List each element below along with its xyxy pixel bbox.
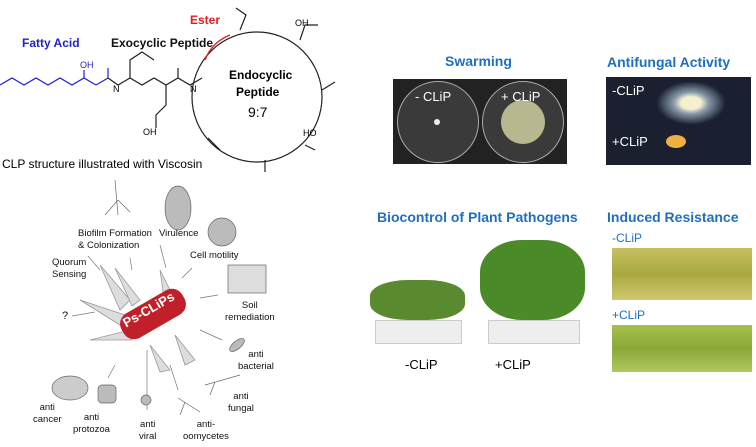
knife-handle bbox=[120, 288, 186, 340]
swarming-minus-label: - CLiP bbox=[415, 89, 452, 104]
swarming-plus-label: + CLiP bbox=[501, 89, 541, 104]
soil-icon bbox=[227, 264, 267, 294]
resistance-plus-label: +CLiP bbox=[612, 308, 646, 322]
peptide-label: Peptide bbox=[236, 85, 280, 99]
carboxyl-label: OH bbox=[143, 127, 157, 137]
protozoa-icon bbox=[97, 384, 117, 404]
label-biofilm: Biofilm Formation& Colonization bbox=[78, 228, 152, 251]
antifungal-minus-label: -CLiP bbox=[612, 83, 645, 98]
antifungal-plus-label: +CLiP bbox=[612, 134, 648, 149]
structure-caption: CLP structure illustrated with Viscosin bbox=[2, 157, 203, 171]
resistance-minus-label: -CLiP bbox=[612, 231, 643, 245]
oomycete-icon bbox=[177, 397, 201, 416]
exocyclic-peptide-label: Exocyclic Peptide bbox=[111, 36, 214, 50]
swiss-knife-drawing bbox=[51, 179, 267, 416]
fungus-icon bbox=[204, 374, 241, 396]
fatty-acid-label: Fatty Acid bbox=[22, 36, 80, 50]
viscosin-structure-drawing bbox=[0, 7, 336, 172]
endocyclic-ring bbox=[191, 31, 323, 163]
ratio-label: 9:7 bbox=[248, 104, 268, 120]
biocontrol-title: Biocontrol of Plant Pathogens bbox=[377, 209, 578, 225]
ester-label: Ester bbox=[190, 13, 221, 27]
hydroxyl-label: OH bbox=[80, 60, 94, 70]
resistance-minus-leaf-photo bbox=[612, 248, 752, 300]
resistance-plus-leaf-photo bbox=[612, 325, 752, 372]
swarming-photo: - CLiP + CLiP bbox=[393, 79, 567, 164]
resistance-title: Induced Resistance bbox=[607, 209, 739, 225]
swarming-title: Swarming bbox=[445, 53, 512, 69]
label-antioomycetes: anti-oomycetes bbox=[183, 419, 229, 442]
label-virulence: Virulence bbox=[159, 228, 199, 239]
leaf-icon bbox=[164, 185, 192, 231]
ester-bond bbox=[204, 34, 231, 61]
endocyclic-label: Endocyclic bbox=[229, 68, 293, 82]
biocontrol-photo bbox=[360, 235, 590, 350]
serine-ho-label: HO bbox=[303, 128, 317, 138]
colony-icon bbox=[207, 217, 237, 247]
antifungal-photo: -CLiP +CLiP bbox=[606, 77, 751, 165]
cancer-cell-icon bbox=[51, 375, 89, 401]
biocontrol-plus-label: +CLiP bbox=[495, 357, 531, 372]
virus-icon bbox=[140, 394, 152, 406]
bacterium-icon bbox=[229, 338, 245, 352]
exocyclic-backbone bbox=[107, 77, 203, 86]
biocontrol-minus-label: -CLiP bbox=[405, 357, 438, 372]
antifungal-title: Antifungal Activity bbox=[607, 54, 731, 70]
serine-oh-label: OH bbox=[295, 18, 309, 28]
fatty-acid-chain bbox=[0, 77, 97, 86]
amide-n-label: N bbox=[190, 84, 197, 94]
amide-n-label: N bbox=[113, 84, 120, 94]
label-unknown: ? bbox=[62, 310, 69, 322]
label-cell-motility: Cell motility bbox=[190, 250, 239, 261]
